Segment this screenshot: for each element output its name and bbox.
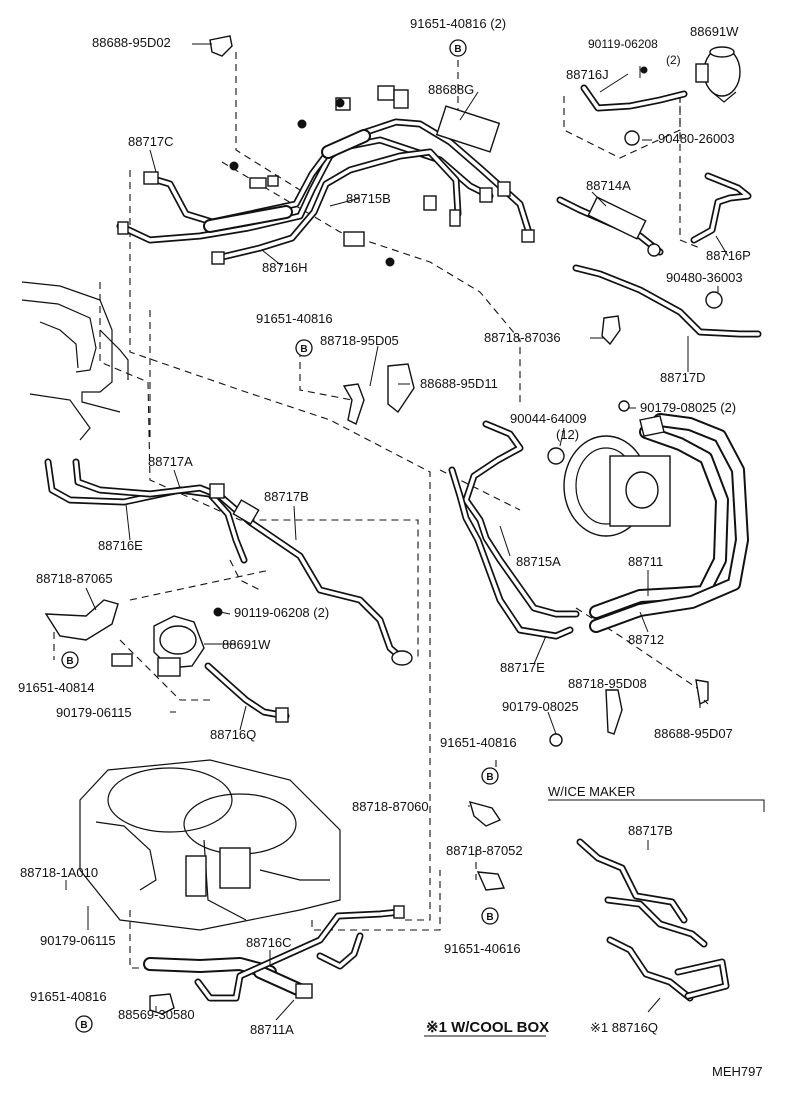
label-90119-06208-2: 90119-06208 (2): [234, 605, 329, 620]
bolt-b-icon: B: [481, 767, 499, 785]
label-88717d: 88717D: [660, 370, 706, 385]
label-88711a: 88711A: [250, 1022, 294, 1037]
label-90119-06208-top: 90119-06208: [588, 37, 658, 51]
bolt-b-icon: B: [449, 39, 467, 57]
label-91651-40814: 91651-40814: [18, 680, 95, 695]
label-90179-08025-2: 90179-08025 (2): [640, 400, 736, 415]
label-qty-2-top: (2): [666, 53, 681, 67]
label-88717c: 88717C: [128, 134, 174, 149]
label-88718-87036: 88718-87036: [484, 330, 561, 345]
cooling-unit-sketch: [79, 759, 341, 931]
label-88716p: 88716P: [706, 248, 751, 263]
label-90480-36003: 90480-36003: [666, 270, 743, 285]
bolt-b-icon: B: [295, 339, 313, 357]
label-88716j: 88716J: [566, 67, 609, 82]
label-90480-26003: 90480-26003: [658, 131, 735, 146]
label-88718-87065: 88718-87065: [36, 571, 113, 586]
pipe-88716p: [690, 172, 752, 309]
label-88716h: 88716H: [262, 260, 308, 275]
label-88688g: 88688G: [428, 82, 474, 97]
receiver-88691w-mid: [44, 599, 223, 677]
label-qty-12: (12): [556, 427, 579, 442]
hoses-88711-88712: [589, 413, 749, 633]
brackets-right-mid: [549, 679, 709, 747]
tube-88714a: [556, 196, 664, 257]
svg-text:B: B: [486, 772, 493, 783]
receiver-88691w-top: [580, 46, 741, 146]
label-91651-40816-c: 91651-40816: [440, 735, 517, 750]
label-91651-40816-d: 91651-40816: [30, 989, 107, 1004]
label-88688-95d07: 88688-95D07: [654, 726, 733, 741]
pipes-88716c-88711a: [143, 905, 405, 1015]
pipes-88715a-88717e: [448, 420, 580, 640]
label-88717e: 88717E: [500, 660, 545, 675]
bolt-b-icon: B: [61, 651, 79, 669]
label-90179-08025: 90179-08025: [502, 699, 579, 714]
label-88569-30580: 88569-30580: [118, 1007, 195, 1022]
svg-text:B: B: [66, 656, 73, 667]
label-88688-95d02: 88688-95D02: [92, 35, 171, 50]
label-88718-87052: 88718-87052: [446, 843, 523, 858]
bolt-symbols: B B B B B B: [61, 39, 499, 1033]
label-88718-87060: 88718-87060: [352, 799, 429, 814]
label-88712: 88712: [628, 632, 664, 647]
svg-text:B: B: [80, 1020, 87, 1031]
pipe-88716q-mid: [204, 662, 290, 723]
label-91651-40816-mid: 91651-40816: [256, 311, 333, 326]
label-91651-40616: 91651-40616: [444, 941, 521, 956]
part-number-labels: 88688-95D02 91651-40816 (2) 88691W 90119…: [18, 16, 763, 1079]
bolt-b-icon: B: [75, 1015, 93, 1033]
label-88718-1a010: 88718-1A010: [20, 865, 98, 880]
label-91651-40816-2: 91651-40816 (2): [410, 16, 506, 31]
label-88715a: 88715A: [516, 554, 561, 569]
label-88691w-mid: 88691W: [222, 637, 271, 652]
svg-text:B: B: [454, 44, 461, 55]
cool-box-note: ※1 W/COOL BOX: [426, 1019, 549, 1036]
label-88711: 88711: [628, 554, 663, 569]
svg-text:B: B: [300, 344, 307, 355]
label-leaders: [65, 43, 729, 1037]
pipe-88717d: [572, 264, 762, 346]
label-88717b-ice: 88717B: [628, 823, 673, 838]
dashed-leader-lines: [53, 52, 701, 969]
label-88691w-top: 88691W: [690, 24, 739, 39]
label-88716q: 88716Q: [210, 727, 256, 742]
label-88715b: 88715B: [346, 191, 391, 206]
upper-pipe-bundle: [116, 105, 535, 265]
pipes-88717a-88716e-88717b: [44, 458, 413, 666]
label-88718-95d08: 88718-95D08: [568, 676, 647, 691]
ice-maker-header: W/ICE MAKER: [548, 784, 635, 799]
label-88716e: 88716E: [98, 538, 143, 553]
svg-text:B: B: [486, 912, 493, 923]
label-90044-64009: 90044-64009: [510, 411, 587, 426]
ice-maker-inset: [548, 799, 765, 1002]
top-fittings: [209, 35, 409, 267]
label-90179-06115-a: 90179-06115: [56, 705, 132, 720]
compressor: [547, 400, 671, 537]
bracket-88718-95d05: [342, 363, 415, 425]
brackets-lower-center: [468, 800, 506, 891]
engine-outline-sketch: [21, 281, 129, 441]
label-88714a: 88714A: [586, 178, 631, 193]
label-88717a: 88717A: [148, 454, 193, 469]
bolt-b-icon: B: [481, 907, 499, 925]
figure-code: MEH797: [712, 1064, 763, 1079]
label-88716c: 88716C: [246, 935, 292, 950]
label-88716q-star: ※1 88716Q: [590, 1020, 658, 1035]
label-88718-95d05: 88718-95D05: [320, 333, 399, 348]
label-88688-95d11: 88688-95D11: [420, 376, 498, 391]
label-90179-06115-b: 90179-06115: [40, 933, 116, 948]
label-88717b: 88717B: [264, 489, 309, 504]
